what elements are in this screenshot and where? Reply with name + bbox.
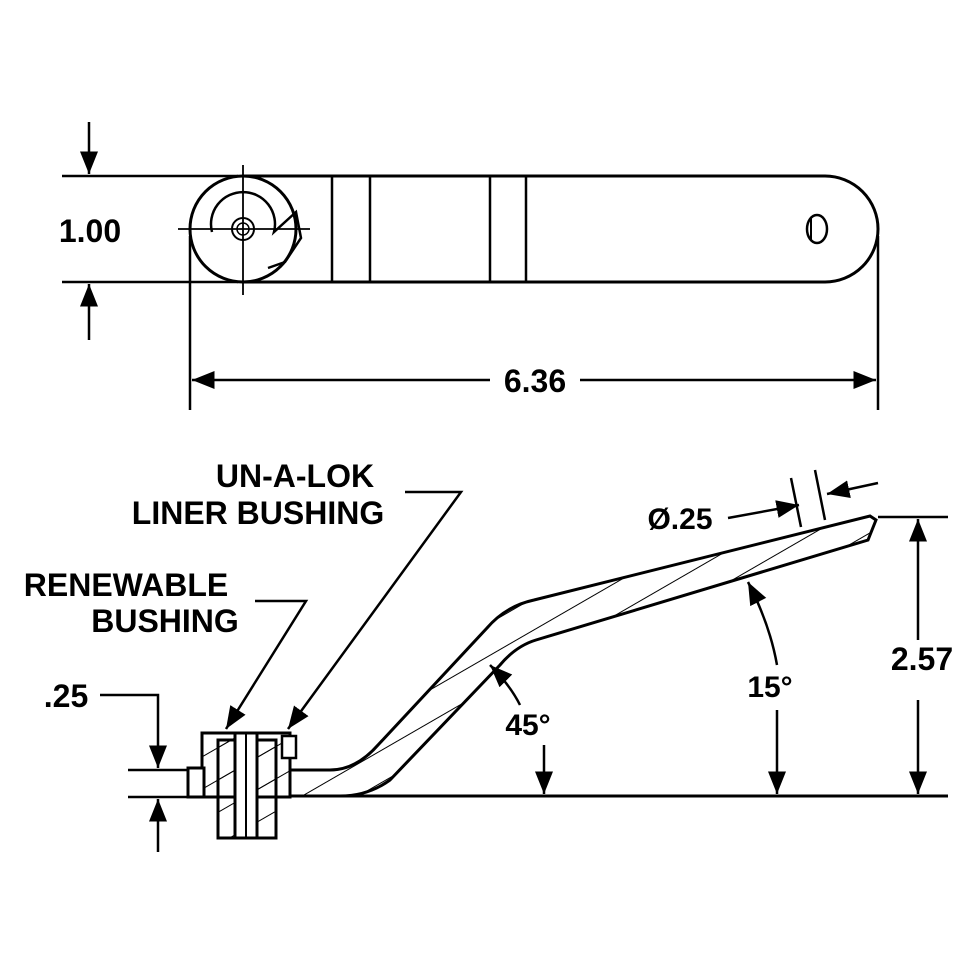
liner-bushing-label-1: UN-A-LOK xyxy=(216,458,374,494)
renewable-bushing-leader xyxy=(224,599,309,730)
bushing-offset-dimension xyxy=(100,693,188,852)
angle-45-dimension xyxy=(489,664,553,794)
handle-outline xyxy=(242,174,880,284)
length-dim-label: 6.36 xyxy=(504,363,566,399)
width-dimension xyxy=(62,122,238,340)
renewable-bushing-label-2: BUSHING xyxy=(91,603,239,639)
top-view xyxy=(178,165,880,295)
height-dim-label: 2.57 xyxy=(891,641,953,677)
handle-section xyxy=(288,514,878,798)
hole-dia-label: Ø.25 xyxy=(647,503,712,536)
hole-dia-dimension xyxy=(727,469,879,528)
length-dimension xyxy=(188,236,880,410)
renewable-bushing-label-1: RENEWABLE xyxy=(24,567,228,603)
side-view xyxy=(186,514,878,840)
bushing-offset-label: .25 xyxy=(44,678,88,714)
liner-bushing-leader xyxy=(286,490,464,730)
width-dim-label: 1.00 xyxy=(59,213,121,249)
angle-15-dimension xyxy=(746,581,786,794)
bushing-lobe xyxy=(209,190,303,270)
height-dimension xyxy=(878,515,948,794)
bushing-section xyxy=(186,731,298,840)
liner-bushing-label-2: LINER BUSHING xyxy=(132,495,384,531)
angle-45-label: 45° xyxy=(505,709,550,742)
end-hole xyxy=(805,213,829,245)
angle-15-label: 15° xyxy=(747,671,792,704)
